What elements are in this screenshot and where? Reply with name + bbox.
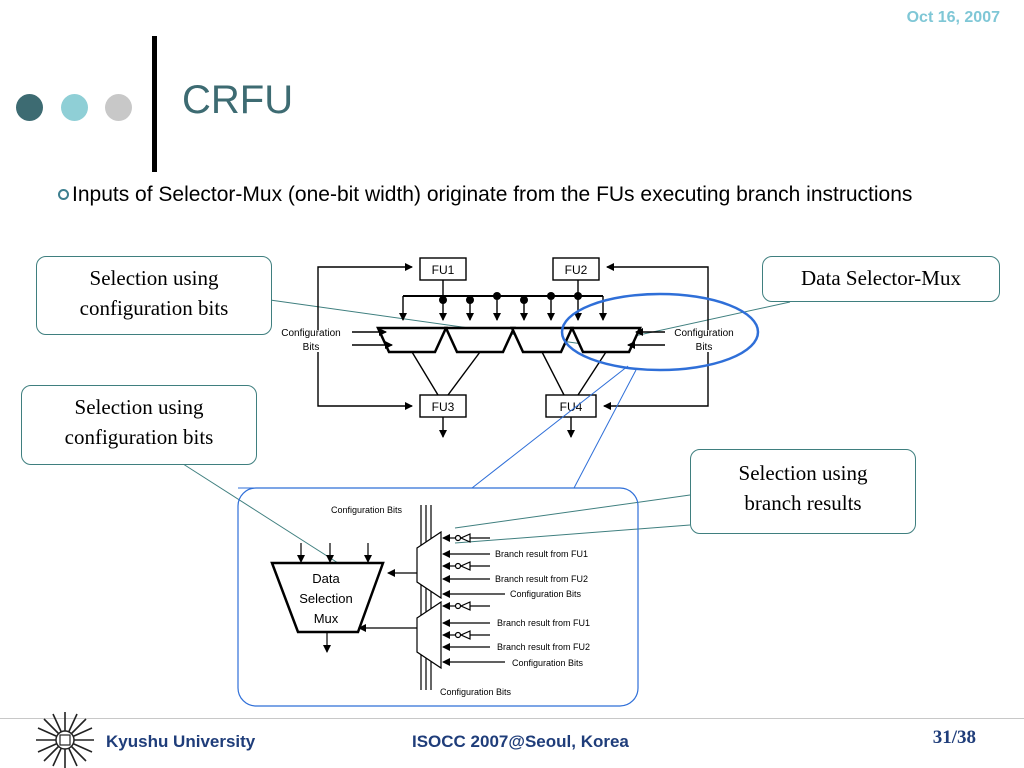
footer-university: Kyushu University	[106, 732, 256, 751]
config-left-label-2: Bits	[303, 342, 320, 353]
callout-selection-config-1: Selection using configuration bits	[36, 256, 272, 335]
bus-junction-dots	[439, 292, 582, 304]
dot-dark	[16, 94, 43, 121]
detail-diagram	[270, 505, 505, 690]
detail-config-bottom: Configuration Bits	[440, 687, 512, 697]
mux-2	[444, 326, 516, 354]
lower-branch-fu2-label: Branch result from FU2	[497, 642, 590, 652]
mux-1	[376, 326, 448, 354]
mux-4	[570, 326, 642, 354]
mux-label-line3: Mux	[314, 611, 339, 626]
data-selection-mux	[270, 561, 385, 634]
callout-text: Selection using configuration bits	[79, 266, 229, 320]
lower-config-label: Configuration Bits	[512, 658, 584, 668]
fu3-label: FU3	[432, 400, 455, 414]
kyushu-university-logo-icon	[36, 712, 94, 768]
page-number: 31/38	[932, 727, 976, 748]
fu2-box	[552, 257, 600, 281]
bullet-point: Inputs of Selector-Mux (one-bit width) o…	[58, 182, 998, 208]
zoom-lines	[238, 365, 637, 489]
lower-branch-mux	[416, 600, 442, 670]
callout-selection-config-2: Selection using configuration bits	[21, 385, 257, 465]
callout-text: Data Selector-Mux	[801, 266, 961, 290]
highlight-ellipse	[560, 292, 760, 372]
upper-config-label: Configuration Bits	[510, 589, 582, 599]
mux-3	[510, 326, 574, 354]
detail-config-top: Configuration Bits	[331, 505, 403, 515]
bullet-icon	[58, 189, 69, 200]
config-right-label-2: Bits	[696, 342, 713, 353]
config-right-label-1: Configuration	[674, 328, 733, 339]
callout-text: Selection using branch results	[738, 461, 868, 515]
dot-gray	[105, 94, 132, 121]
mux-label-line1: Data	[312, 571, 340, 586]
footer-conference: ISOCC 2007@Seoul, Korea	[412, 732, 629, 751]
slide-date: Oct 16, 2007	[906, 9, 1000, 26]
upper-branch-fu2-label: Branch result from FU2	[495, 574, 588, 584]
fu1-label: FU1	[432, 263, 455, 277]
callout-selection-branch: Selection using branch results	[690, 449, 916, 534]
callout-data-selector-mux: Data Selector-Mux	[762, 256, 1000, 302]
top-crfu-diagram	[317, 257, 709, 438]
mux-label-line2: Selection	[299, 591, 352, 606]
fu2-label: FU2	[565, 263, 588, 277]
bullet-text: Inputs of Selector-Mux (one-bit width) o…	[72, 183, 913, 206]
callout-text: Selection using configuration bits	[64, 395, 214, 449]
slide-title: CRFU	[182, 78, 294, 122]
title-divider	[152, 36, 157, 172]
config-left-label-1: Configuration	[281, 328, 340, 339]
upper-branch-mux	[416, 530, 442, 600]
dot-light	[61, 94, 88, 121]
footer-divider	[0, 718, 1024, 719]
lower-branch-fu1-label: Branch result from FU1	[497, 618, 590, 628]
upper-branch-fu1-label: Branch result from FU1	[495, 549, 588, 559]
detail-box	[237, 487, 639, 707]
fu4-label: FU4	[560, 400, 583, 414]
